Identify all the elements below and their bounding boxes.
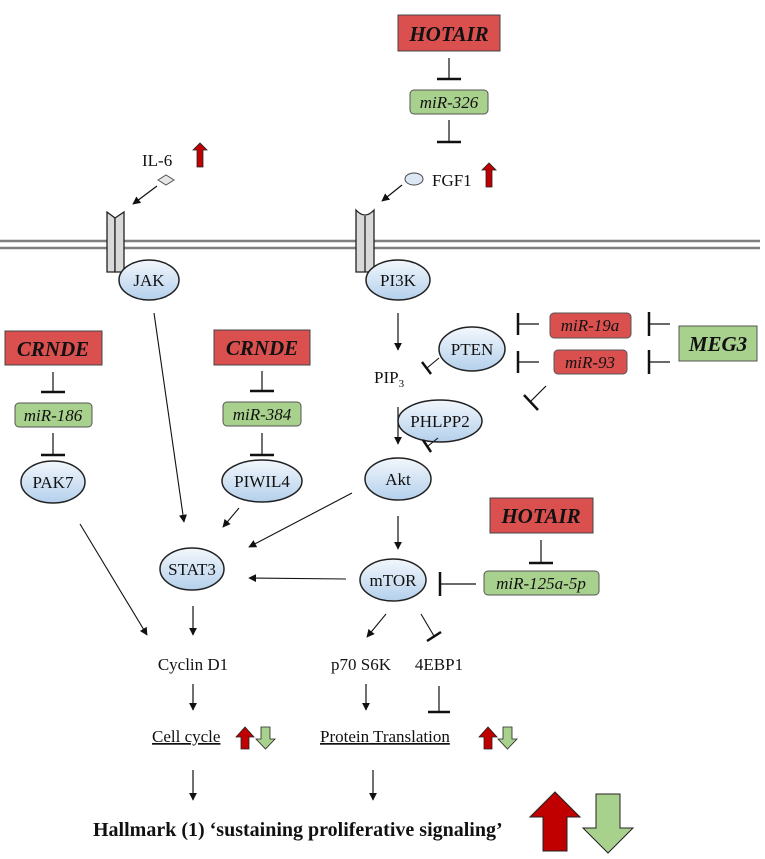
lncrna-crnde-mid[interactable]: CRNDE (213, 329, 311, 366)
inhibit-pten-pip3 (421, 357, 440, 375)
inhibit-mir186-pak7 (41, 433, 65, 457)
arrow-mtor-stat3 (248, 574, 347, 583)
inhibit-mir93-pten (516, 351, 539, 373)
il6-diamond-icon (157, 174, 175, 186)
il6-ligand: IL-6 (132, 142, 208, 205)
il6-receptor (106, 210, 125, 273)
protein-pak7[interactable]: PAK7 (20, 460, 86, 504)
inhibit-hotair-mir326 (437, 58, 461, 81)
inhibit-mtor-4ebp1 (420, 613, 442, 643)
inhibit-mir326-fgf1 (437, 120, 461, 144)
protein-piwil4[interactable]: PIWIL4 (221, 459, 303, 503)
inhibit-phlpp2-akt (421, 437, 439, 453)
molecule-4ebp1: 4EBP1 (415, 655, 463, 674)
fgf1-label: FGF1 (432, 171, 472, 190)
inhibit-crnde-mir384 (250, 371, 274, 393)
up-arrow-icon (235, 726, 255, 750)
pip3-label: PIP3 (374, 368, 405, 390)
inhibit-meg3-mir19a (647, 312, 670, 336)
svg-text:STAT3: STAT3 (168, 560, 216, 579)
lncrna-meg3[interactable]: MEG3 (678, 325, 758, 362)
mirna-mir384[interactable]: miR-384 (222, 401, 302, 427)
up-arrow-icon (481, 162, 497, 188)
arrow-mtor-p70s6k (366, 613, 387, 638)
hallmark-label: Hallmark (1) ‘sustaining proliferative s… (93, 819, 503, 841)
protein-jak[interactable]: JAK (118, 259, 180, 301)
large-down-arrow-icon (581, 793, 635, 854)
svg-text:PIWIL4: PIWIL4 (234, 472, 290, 491)
molecule-p70s6k: p70 S6K (331, 655, 392, 674)
mirna-mir125a-5p[interactable]: miR-125a-5p (483, 570, 600, 596)
lncrna-hotair-top[interactable]: HOTAIR (397, 14, 501, 52)
protein-mtor[interactable]: mTOR (359, 558, 427, 602)
protein-pi3k[interactable]: PI3K (365, 259, 431, 301)
il6-label: IL-6 (142, 151, 172, 170)
inhibit-meg3-mir93 (647, 350, 670, 374)
inhibit-hotair-mir125a (529, 540, 553, 565)
down-arrow-icon (497, 726, 518, 750)
svg-text:miR-93: miR-93 (565, 353, 615, 372)
svg-text:miR-19a: miR-19a (561, 316, 620, 335)
protein-stat3[interactable]: STAT3 (159, 547, 225, 591)
process-cell-cycle: Cell cycle (152, 726, 276, 750)
up-arrow-icon (192, 142, 208, 168)
mirna-mir326[interactable]: miR-326 (409, 89, 489, 115)
fgf1-ligand: FGF1 (381, 162, 497, 202)
svg-text:PTEN: PTEN (451, 340, 494, 359)
inhibit-mir19a-pten (516, 313, 539, 335)
mirna-mir19a[interactable]: miR-19a (549, 312, 632, 339)
svg-text:miR-326: miR-326 (420, 93, 479, 112)
svg-text:MEG3: MEG3 (688, 332, 747, 356)
hallmark-label-group: Hallmark (1) ‘sustaining proliferative s… (93, 791, 635, 854)
up-arrow-icon (478, 726, 498, 750)
svg-text:miR-186: miR-186 (24, 406, 83, 425)
fgf1-ellipse-icon (404, 172, 424, 186)
protein-pten[interactable]: PTEN (438, 326, 506, 372)
arrow-akt-stat3 (248, 492, 353, 548)
protein-phlpp2[interactable]: PHLPP2 (397, 399, 483, 443)
svg-text:Akt: Akt (385, 470, 411, 489)
inhibit-crnde-mir186 (41, 372, 65, 394)
molecule-pip3: PIP3 (374, 368, 405, 390)
svg-text:JAK: JAK (133, 271, 165, 290)
mirna-mir186[interactable]: miR-186 (14, 402, 93, 428)
cell-membrane (0, 239, 760, 250)
svg-text:PHLPP2: PHLPP2 (410, 412, 470, 431)
inhibit-mir93-phlpp2 (523, 385, 547, 411)
svg-text:CRNDE: CRNDE (226, 336, 298, 360)
svg-text:miR-384: miR-384 (233, 405, 292, 424)
svg-text:PAK7: PAK7 (33, 473, 74, 492)
protein-akt[interactable]: Akt (364, 457, 432, 501)
svg-text:HOTAIR: HOTAIR (500, 504, 580, 528)
svg-text:CRNDE: CRNDE (17, 337, 89, 361)
arrow-pak7-cyclind1 (79, 523, 148, 636)
large-up-arrow-icon (528, 791, 582, 852)
down-arrow-icon (255, 726, 276, 750)
inhibit-mir384-piwil4 (250, 433, 274, 457)
process-protein-translation: Protein Translation (320, 726, 518, 750)
svg-text:miR-125a-5p: miR-125a-5p (496, 574, 586, 593)
fgf-receptor (355, 208, 375, 273)
svg-text:HOTAIR: HOTAIR (408, 22, 488, 46)
arrow-jak-stat3 (153, 312, 187, 523)
svg-text:PI3K: PI3K (380, 271, 417, 290)
mirna-mir93[interactable]: miR-93 (553, 349, 628, 375)
arrow-piwil4-stat3 (222, 507, 240, 528)
svg-text:Cell cycle: Cell cycle (152, 727, 220, 746)
inhibit-mir125a-mtor (438, 572, 476, 596)
lncrna-hotair-right[interactable]: HOTAIR (489, 497, 594, 534)
lncrna-crnde-left[interactable]: CRNDE (4, 330, 103, 366)
molecule-cyclin-d1: Cyclin D1 (158, 655, 228, 674)
svg-text:Protein Translation: Protein Translation (320, 727, 450, 746)
svg-text:mTOR: mTOR (370, 571, 418, 590)
inhibit-4ebp1-translation (428, 686, 450, 714)
